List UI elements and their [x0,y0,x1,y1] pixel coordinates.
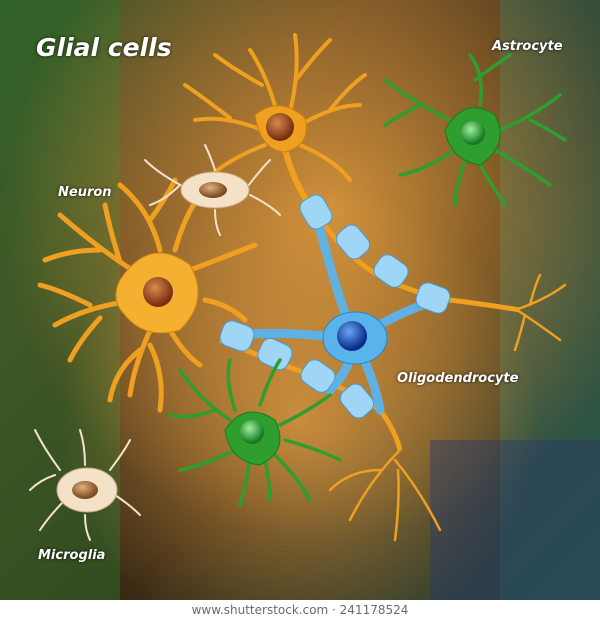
cells-artwork [0,0,600,600]
astrocyte-bottom [168,358,342,507]
background-blue-corner [430,440,600,600]
page-title: Glial cells [36,33,172,62]
label-microglia: Microglia [38,548,106,563]
neuron-large-nucleus [143,277,173,307]
label-neuron: Neuron [58,185,112,200]
microglia-lower [29,429,141,541]
oligodendrocyte [219,194,451,419]
microglia-upper [144,144,281,236]
label-oligodendrocyte: Oligodendrocyte [397,371,519,386]
label-astrocyte: Astrocyte [492,39,563,54]
myelin-sheaths [219,194,451,419]
neuron-top-nucleus [266,113,294,141]
astrocyte-top [383,53,567,207]
neuron-large [37,177,258,413]
watermark-footer: www.shutterstock.com · 241178524 [0,600,600,620]
